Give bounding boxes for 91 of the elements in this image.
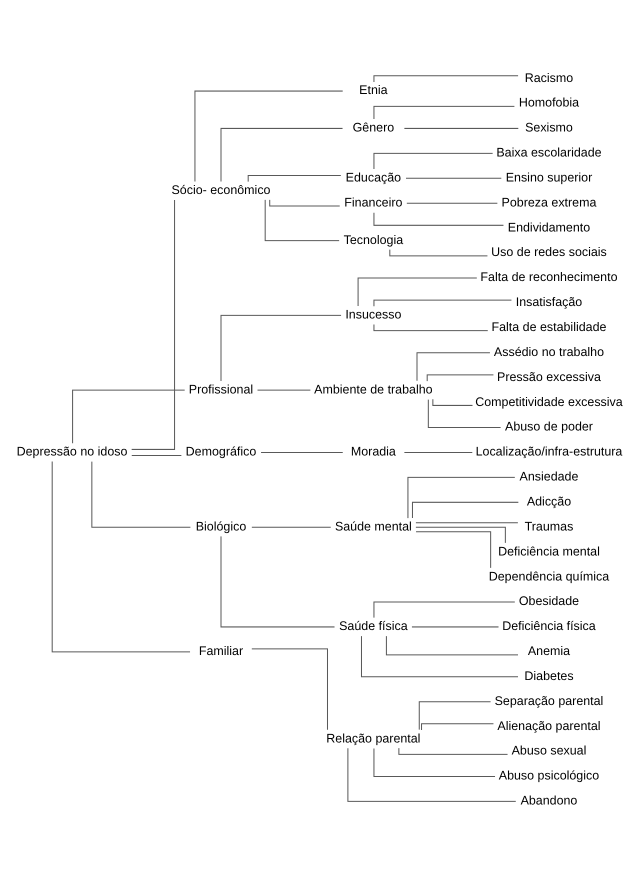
- node-text: Baixa escolaridade: [496, 145, 602, 160]
- connector: [132, 199, 176, 450]
- node-text: Tecnologia: [344, 232, 404, 246]
- node-text: Etnia: [359, 82, 388, 97]
- node-text: Dependência química: [488, 568, 610, 583]
- connector: [252, 648, 328, 730]
- node-text: Ansiedade: [520, 469, 578, 484]
- connector: [416, 522, 518, 523]
- node-text: Gênero: [352, 120, 394, 134]
- connector: [91, 461, 190, 528]
- connector: [194, 90, 343, 182]
- connector: [360, 636, 518, 677]
- connector: [132, 454, 182, 456]
- node-text: Deficiência mental: [498, 544, 600, 558]
- node-text: Abuso de poder: [505, 419, 593, 434]
- connector: [398, 748, 508, 754]
- node-text: Abuso sexual: [512, 743, 586, 758]
- node-text: Racismo: [524, 70, 574, 84]
- connector: [407, 476, 515, 518]
- connector: [406, 202, 498, 204]
- node-text: Separação parental: [494, 693, 604, 708]
- node-text: Ensino superior: [506, 170, 592, 184]
- node-text: Traumas: [524, 518, 574, 533]
- connector: [248, 174, 341, 182]
- node-text: Uso de redes sociais: [491, 244, 607, 259]
- node-text: Alienação parental: [497, 718, 601, 732]
- node-text: Pressão excessiva: [497, 369, 601, 384]
- connector: [52, 461, 190, 652]
- connector: [264, 199, 340, 241]
- node-text: Anemia: [528, 644, 570, 658]
- connector: [261, 451, 343, 452]
- connector: [220, 536, 335, 627]
- connector: [416, 352, 490, 380]
- connector: [373, 748, 496, 776]
- node-text: Localização/infra-estrutura: [476, 444, 622, 458]
- node-text: Insatisfação: [516, 294, 582, 309]
- node-text: Relação parental: [326, 730, 420, 745]
- node-text: Pobreza extrema: [502, 194, 596, 209]
- node-text: Falta de reconhecimento: [480, 270, 618, 284]
- connector: [220, 314, 342, 380]
- node-text: Financeiro: [344, 194, 402, 209]
- connector: [269, 199, 340, 206]
- node-text: Familiar: [198, 644, 244, 658]
- node-text: Moradia: [350, 444, 396, 458]
- connector: [404, 451, 472, 452]
- node-text: Competitividade excessiva: [475, 394, 623, 408]
- node-text: Biológico: [196, 518, 246, 533]
- node-text: Deficiência física: [502, 618, 596, 633]
- connector: [421, 722, 494, 730]
- node-text: Falta de estabilidade: [492, 320, 606, 334]
- node-text: Obesidade: [518, 594, 580, 608]
- connector: [373, 601, 515, 618]
- connector: [426, 374, 494, 381]
- connector: [416, 526, 506, 542]
- node-text: Depressão no idoso: [16, 444, 128, 458]
- node-text: Insucesso: [345, 307, 402, 322]
- connector: [72, 389, 185, 443]
- node-text: Abandono: [520, 793, 578, 808]
- node-text: Educação: [346, 170, 402, 184]
- connector: [406, 177, 502, 178]
- node-text: Profissional: [188, 382, 254, 396]
- node-text: Saúde física: [339, 618, 408, 633]
- node-text: Sócio- econômico: [172, 182, 270, 196]
- connector: [404, 127, 518, 128]
- connector: [418, 700, 491, 730]
- connector: [428, 399, 501, 428]
- connector: [373, 324, 488, 331]
- connector: [432, 398, 472, 406]
- connector: [258, 389, 310, 390]
- connector: [358, 276, 477, 306]
- node-text: Sexismo: [525, 120, 573, 134]
- node-text: Demográfico: [186, 444, 256, 458]
- node-text: Abuso psicológico: [498, 768, 600, 782]
- connector: [220, 127, 343, 182]
- connector: [416, 530, 492, 568]
- connector: [373, 105, 514, 118]
- node-text: Adicção: [526, 494, 572, 508]
- node-text: Saúde mental: [334, 518, 412, 533]
- connector: [389, 249, 488, 256]
- node-text: Homofobia: [518, 95, 580, 110]
- connector: [412, 626, 499, 627]
- connector: [373, 299, 512, 306]
- connector: [373, 152, 493, 169]
- node-text: Diabetes: [524, 668, 574, 682]
- connector: [347, 748, 516, 802]
- node-text: Assédio no trabalho: [494, 344, 604, 358]
- node-text: Endividamento: [508, 220, 590, 234]
- connector: [386, 636, 518, 655]
- connector: [412, 501, 518, 518]
- connector: [252, 526, 331, 528]
- node-text: Ambiente de trabalho: [314, 382, 433, 396]
